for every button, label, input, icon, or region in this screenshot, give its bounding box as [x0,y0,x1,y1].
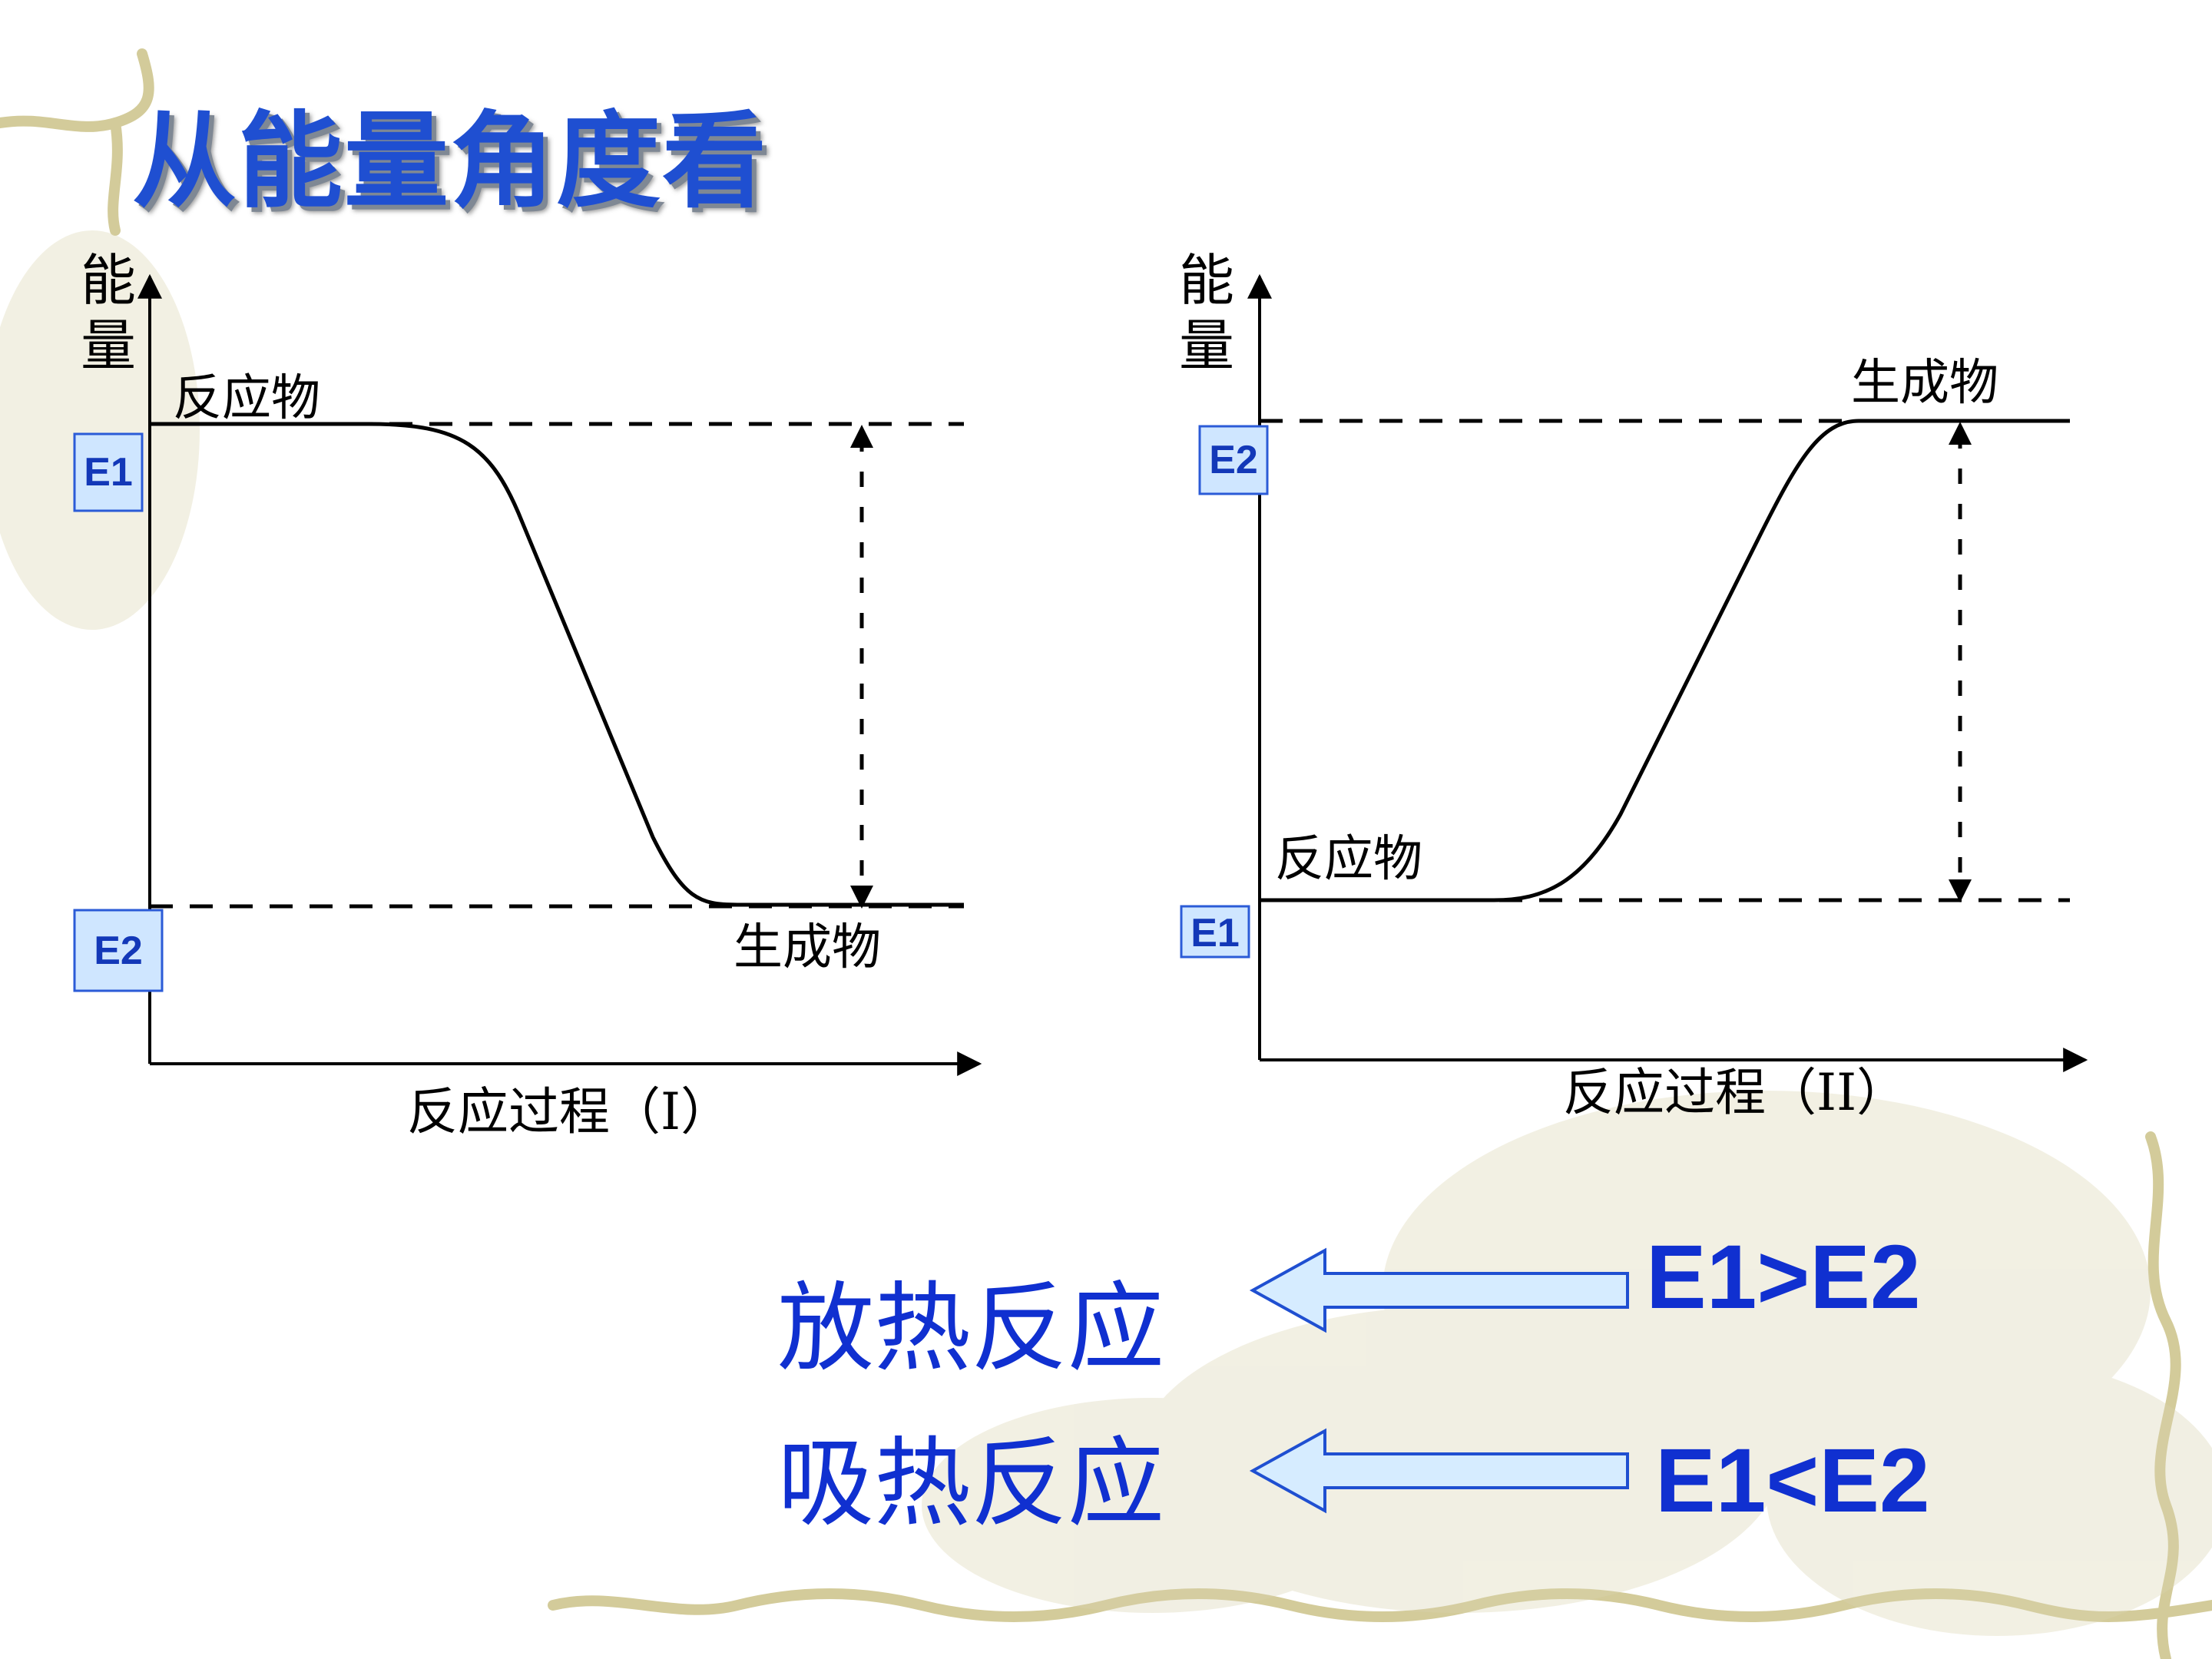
y-axis-label-char: 能 [1179,248,1234,313]
conclusion-reaction-endothermic: 吸热反应 [777,1427,1164,1540]
reactant-label: 反应物 [173,370,320,427]
y-axis-label-char: 量 [1179,313,1234,378]
y-axis-label-char: 能 [81,248,136,313]
energy-curve [1260,419,2070,902]
e2-level-box: E2 [1198,425,1269,495]
vine-decoration-icon [0,48,2212,1659]
y-axis-label-char: 量 [81,313,136,378]
e1-level-box: E1 [73,432,144,512]
product-label: 生成物 [1851,355,1998,412]
energy-curve [150,422,964,907]
svg-text:E2: E2 [1209,438,1258,482]
e1-level-box: E1 [1180,905,1250,959]
conclusion-reaction-exothermic: 放热反应 [777,1272,1164,1385]
x-axis-label: 反应过程（I） [407,1082,731,1141]
x-axis-label: 反应过程（II） [1563,1063,1907,1122]
slide-title: 从能量角度看 [132,101,768,223]
energy-diagrams: 能 量 反应过程（I） 反应物 生成物 E1 E2 能 量 反应过程（II） 反… [73,248,2088,1141]
conclusion-relation-endothermic: E1<E2 [1655,1430,1930,1532]
svg-text:E1: E1 [1190,911,1240,955]
reactant-label: 反应物 [1275,831,1422,888]
diagram-exothermic: 能 量 反应过程（I） 反应物 生成物 E1 E2 [73,248,982,1141]
left-arrow-icon [1249,1247,1629,1333]
diagram-endothermic: 能 量 反应过程（II） 反应物 生成物 E2 E1 [1179,248,2088,1122]
conclusion-relation-exothermic: E1>E2 [1646,1227,1921,1328]
svg-text:E2: E2 [94,929,143,973]
left-arrow-icon [1249,1428,1629,1514]
e2-level-box: E2 [73,909,164,992]
svg-text:E1: E1 [84,450,133,495]
product-label: 生成物 [733,919,881,976]
